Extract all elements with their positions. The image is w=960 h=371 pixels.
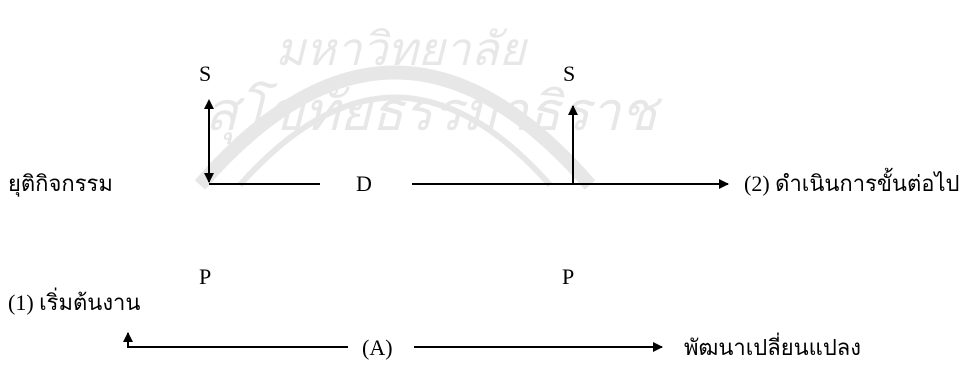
label-s-left: S bbox=[199, 61, 212, 86]
label-a-node: (A) bbox=[362, 335, 393, 360]
label-d-center: D bbox=[356, 171, 372, 196]
label-p-left: P bbox=[199, 264, 212, 289]
label-stop-activity: ยุติกิจกรรม bbox=[8, 171, 113, 196]
bottom-left-arrow bbox=[123, 332, 348, 348]
label-continue-next: (2) ดำเนินการขั้นต่อไป bbox=[744, 171, 960, 196]
label-develop-change: พัฒนาเปลี่ยนแปลง bbox=[684, 335, 862, 360]
label-p-right: P bbox=[562, 264, 575, 289]
label-start-work: (1) เริ่มต้นงาน bbox=[8, 290, 141, 315]
label-s-right: S bbox=[563, 61, 576, 86]
